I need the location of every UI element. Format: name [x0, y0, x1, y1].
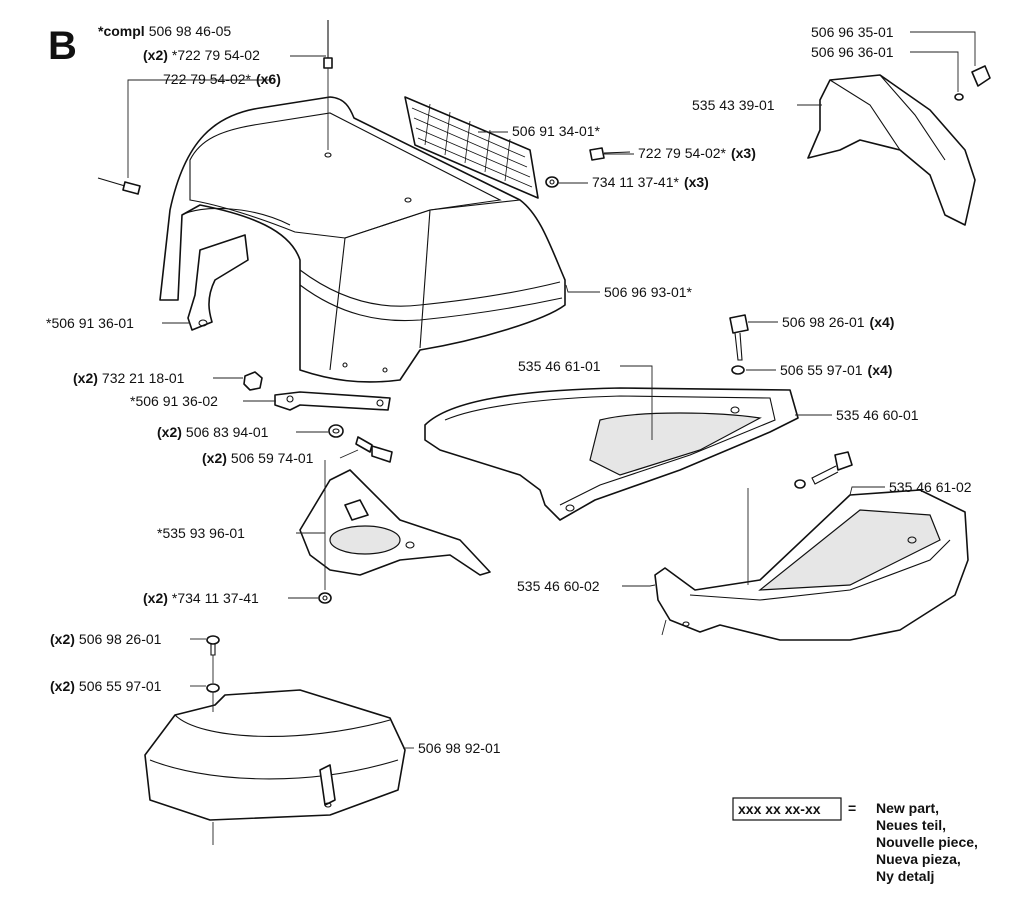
screw-mid-part [794, 451, 853, 489]
label-18: (x2)506 59 74-01 [202, 450, 314, 466]
leader-lines [127, 31, 976, 845]
label-07: 506 96 36-01 [811, 44, 894, 60]
rivet-left [97, 177, 141, 195]
label-25: 506 98 92-01 [418, 740, 501, 756]
label-19: 535 46 61-02 [889, 479, 972, 495]
screw-tank-part [206, 635, 220, 656]
label-10: *506 91 36-01 [46, 315, 134, 331]
legend-line-1: New part, [876, 800, 939, 816]
legend-line-2: Neues teil, [876, 817, 946, 833]
legend-equals: = [848, 800, 856, 816]
legend-line-5: Ny detalj [876, 868, 934, 884]
legend-line-3: Nouvelle piece, [876, 834, 978, 850]
label-09: 506 96 93-01* [604, 284, 693, 300]
legend: xxx xx xx-xx = New part, Neues teil, Nou… [732, 797, 978, 884]
screw-right-part [729, 314, 749, 361]
label-13: 535 46 61-01 [518, 358, 601, 374]
washer-part [328, 424, 344, 438]
label-08: 535 43 39-01 [692, 97, 775, 113]
tank-cover-part [144, 689, 406, 821]
label-01: (x2)*722 79 54-02 [143, 47, 260, 63]
label-14: 535 46 60-01 [836, 407, 919, 423]
label-16: *506 91 36-02 [130, 393, 218, 409]
washer-lower-part [318, 592, 332, 604]
mount-bracket-part [299, 469, 491, 576]
nut-part [243, 371, 263, 391]
label-22: (x2)*734 11 37-41 [143, 590, 259, 606]
label-20: *535 93 96-01 [157, 525, 245, 541]
hood-part [159, 96, 566, 383]
label-23: (x2)506 98 26-01 [50, 631, 162, 647]
seat-pan-part [424, 387, 799, 521]
label-04: 722 79 54-02*(x3) [638, 145, 756, 161]
label-24: (x2)506 55 97-01 [50, 678, 162, 694]
washer-tank-part [206, 683, 220, 693]
section-letter: B [48, 24, 77, 68]
legend-code: xxx xx xx-xx [738, 801, 821, 817]
legend-code-box [732, 797, 842, 821]
legend-line-4: Nueva pieza, [876, 851, 961, 867]
seat-cover-part [654, 489, 969, 641]
rivet-top [323, 20, 333, 69]
washer-right-part [731, 365, 745, 375]
label-02: 722 79 54-02*(x6) [163, 71, 281, 87]
bolt-part [355, 436, 393, 463]
label-03: 506 91 34-01* [512, 123, 601, 139]
label-06: 506 96 35-01 [811, 24, 894, 40]
side-cover-part [807, 65, 991, 226]
label-05: 734 11 37-41*(x3) [592, 174, 709, 190]
rivet-grille [589, 147, 631, 161]
label-21: 535 46 60-02 [517, 578, 600, 594]
label-12: 506 55 97-01(x4) [780, 362, 892, 378]
label-15: (x2)732 21 18-01 [73, 370, 185, 386]
compl-prefix: *compl [98, 23, 145, 39]
washer-grille [545, 176, 559, 188]
label-11: 506 98 26-01(x4) [782, 314, 894, 330]
compl-number: 506 98 46-05 [149, 23, 232, 39]
label-17: (x2)506 83 94-01 [157, 424, 269, 440]
strap-bracket-part [274, 391, 391, 411]
